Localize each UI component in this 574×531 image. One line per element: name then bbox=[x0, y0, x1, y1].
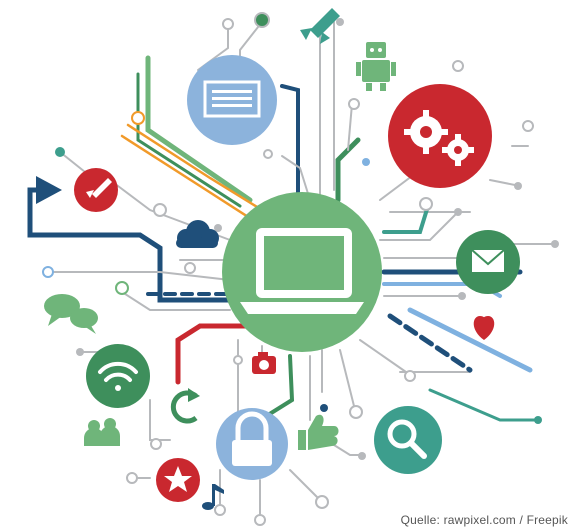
search-node bbox=[374, 406, 442, 474]
search-icon bbox=[387, 419, 427, 459]
chat-icon bbox=[44, 294, 98, 334]
mail-node bbox=[456, 230, 520, 294]
heart-icon bbox=[473, 316, 495, 340]
refresh-icon bbox=[170, 388, 200, 424]
endpoint-dots bbox=[42, 12, 559, 526]
thumbs-up-icon bbox=[298, 414, 339, 450]
image-credit: Quelle: rawpixel.com / Freepik bbox=[400, 513, 568, 527]
rocket-node bbox=[74, 168, 118, 212]
gears-node bbox=[388, 84, 492, 188]
robot-icon bbox=[356, 42, 396, 91]
camera-icon bbox=[252, 352, 276, 374]
rocket-icon bbox=[300, 8, 340, 44]
star-icon bbox=[164, 466, 192, 492]
users-icon bbox=[84, 418, 120, 446]
laptop-node bbox=[222, 192, 382, 352]
document-icon bbox=[203, 80, 261, 118]
rocket-icon bbox=[86, 178, 112, 198]
gears-icon bbox=[404, 110, 474, 166]
wifi-icon bbox=[98, 361, 138, 391]
document-node bbox=[187, 55, 277, 145]
laptop-icon bbox=[240, 228, 364, 314]
music-note-icon bbox=[202, 484, 224, 510]
lock-node bbox=[216, 408, 288, 480]
arrow-icon bbox=[36, 176, 62, 204]
mail-icon bbox=[471, 249, 505, 272]
wifi-node bbox=[86, 344, 150, 408]
lock-icon bbox=[232, 411, 272, 466]
star-node bbox=[156, 458, 200, 502]
cloud-icon bbox=[176, 220, 219, 248]
